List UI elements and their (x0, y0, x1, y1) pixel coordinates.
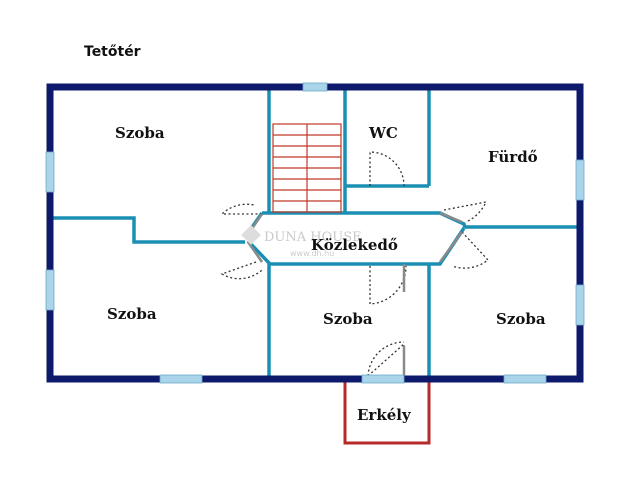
room-label-furdo: Fürdő (488, 148, 538, 166)
room-label-szoba-bottom-middle: Szoba (323, 310, 373, 328)
balcony-outline (343, 380, 431, 445)
room-label-szoba-bottom-right: Szoba (496, 310, 546, 328)
windows (45, 82, 585, 384)
staircase (272, 123, 342, 213)
room-label-erkely: Erkély (357, 406, 412, 424)
watermark-brand: DUNA HOUSE (264, 230, 362, 245)
room-label-wc: WC (368, 124, 398, 142)
room-label-szoba-top-left: Szoba (115, 124, 165, 142)
room-label-kozlekedo: Közlekedő (311, 236, 398, 254)
watermark: DUNA HOUSE www.dh.hu (241, 225, 362, 258)
watermark-url: www.dh.hu (290, 249, 334, 258)
floor-title: Tetőtér (84, 44, 141, 60)
room-label-szoba-bottom-left: Szoba (107, 305, 157, 323)
watermark-logo-icon (241, 225, 261, 245)
